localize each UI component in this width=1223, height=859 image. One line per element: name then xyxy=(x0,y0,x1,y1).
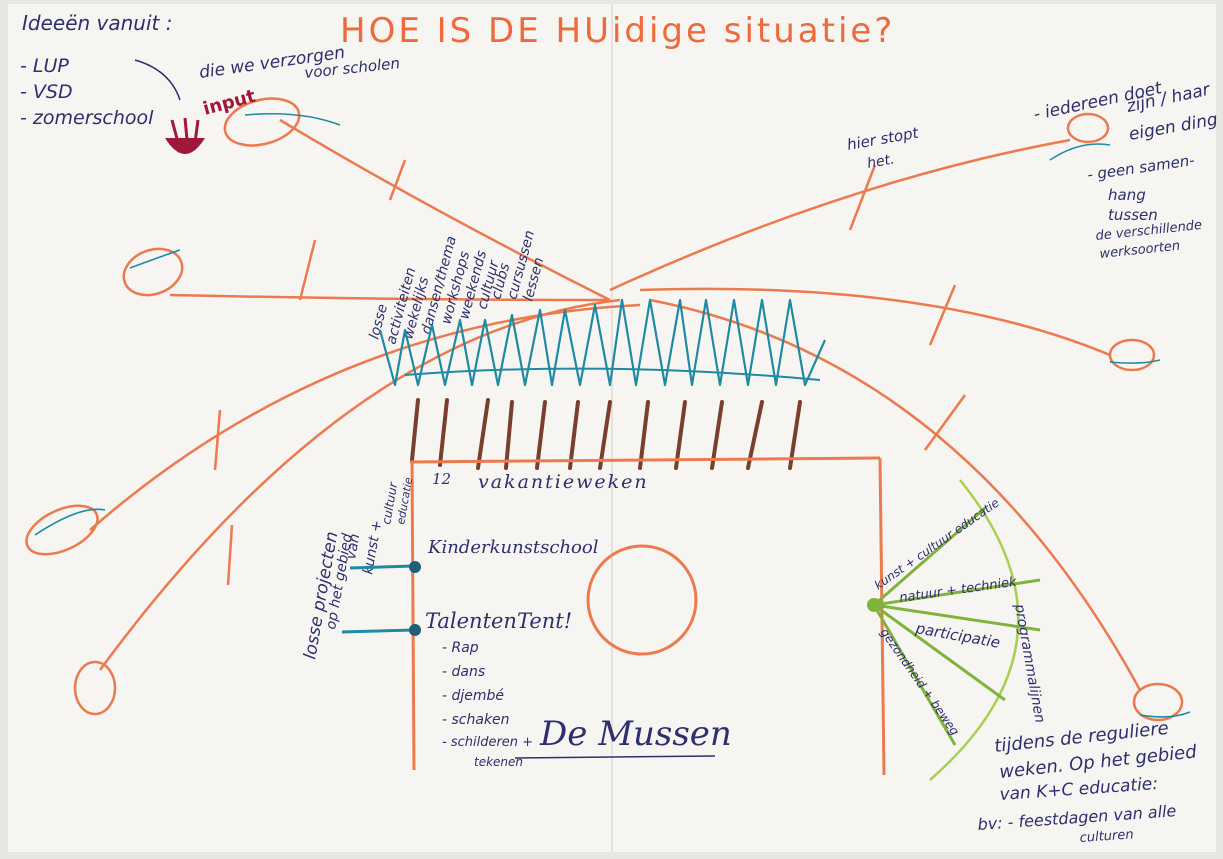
branch-node xyxy=(409,624,421,636)
fan-center-node xyxy=(867,598,881,612)
trajectory-line xyxy=(609,138,1071,292)
fan-spoke xyxy=(873,603,1006,702)
bracket-connector xyxy=(134,59,181,101)
branch-talententent: TalentenTent! xyxy=(341,609,572,636)
talent-item: - djembé xyxy=(442,688,504,704)
week-stroke xyxy=(504,400,514,470)
week-stroke xyxy=(598,400,612,470)
coherence-note-line3: tussen xyxy=(1108,206,1158,224)
talent-item: tekenen xyxy=(474,755,523,769)
trajectory-line xyxy=(279,118,611,302)
regular-weeks-line5: culturen xyxy=(1079,827,1134,846)
activity-zigzag xyxy=(378,298,827,387)
talent-item: - schaken xyxy=(442,712,510,728)
ideas-item-zomerschool: - zomerschool xyxy=(20,107,154,129)
branch1-label: Kinderkunstschool xyxy=(427,537,599,558)
branch-node xyxy=(409,561,421,573)
branch2-label: TalentenTent! xyxy=(425,609,572,633)
fan-spoke xyxy=(873,603,1041,632)
end-circle xyxy=(25,504,99,556)
week-stroke xyxy=(710,400,724,470)
top-left-notes: Ideeën vanuit : - LUP - VSD - zomerschoo… xyxy=(20,11,401,129)
fan-arc xyxy=(929,479,1020,781)
branch-kinderkunstschool: Kinderkunstschool xyxy=(349,537,599,573)
poster-title: HOE IS DE HUidige situatie? xyxy=(340,11,895,51)
end-circle xyxy=(122,247,184,297)
talententent-items: - Rap - dans - djembé - schaken - schild… xyxy=(442,640,533,769)
talent-item: - schilderen + xyxy=(442,735,533,750)
week-stroke xyxy=(746,400,764,470)
trajectory-line xyxy=(169,293,611,302)
week-stroke xyxy=(410,398,420,462)
ideas-item-vsd: - VSD xyxy=(20,81,73,103)
house-name-underline xyxy=(514,755,716,759)
house-center-circle xyxy=(586,544,698,656)
trajectories xyxy=(89,118,1142,691)
house-name: De Mussen xyxy=(539,714,732,754)
weeks-label: vakantieweken xyxy=(478,471,649,493)
vacation-week-strokes xyxy=(410,398,802,470)
end-circle xyxy=(73,660,117,716)
end-circle xyxy=(1108,338,1156,372)
weeks-number: 12 xyxy=(432,470,451,488)
ideas-heading: Ideeën vanuit : xyxy=(22,11,172,35)
week-stroke xyxy=(788,400,802,470)
end-circle xyxy=(223,97,301,147)
week-stroke xyxy=(674,400,687,470)
week-stroke xyxy=(638,400,650,470)
talent-item: - dans xyxy=(442,664,485,680)
week-stroke xyxy=(568,400,580,470)
week-stroke xyxy=(438,398,449,467)
coherence-note-line2: hang xyxy=(1108,186,1146,204)
side-label-line3: van xyxy=(343,533,363,561)
end-circle xyxy=(1132,682,1184,722)
stop-note-line2: het. xyxy=(866,151,896,172)
fan-spoke xyxy=(872,604,957,746)
zigzag-baseline xyxy=(404,367,821,381)
week-stroke xyxy=(476,398,490,470)
program-fan xyxy=(867,479,1041,781)
trajectory-line xyxy=(639,287,1111,357)
trajectory-line xyxy=(98,298,621,671)
fan-spoke xyxy=(873,506,986,607)
week-stroke xyxy=(535,400,547,470)
ideas-item-lup: - LUP xyxy=(20,55,69,77)
end-circle xyxy=(1066,112,1110,144)
end-circles xyxy=(25,97,1184,722)
trajectory-line xyxy=(649,298,1142,691)
blue-highlights xyxy=(34,112,1191,718)
fan-spoke xyxy=(873,578,1041,607)
talent-item: - Rap xyxy=(442,640,479,656)
input-funnel-icon xyxy=(165,117,205,154)
